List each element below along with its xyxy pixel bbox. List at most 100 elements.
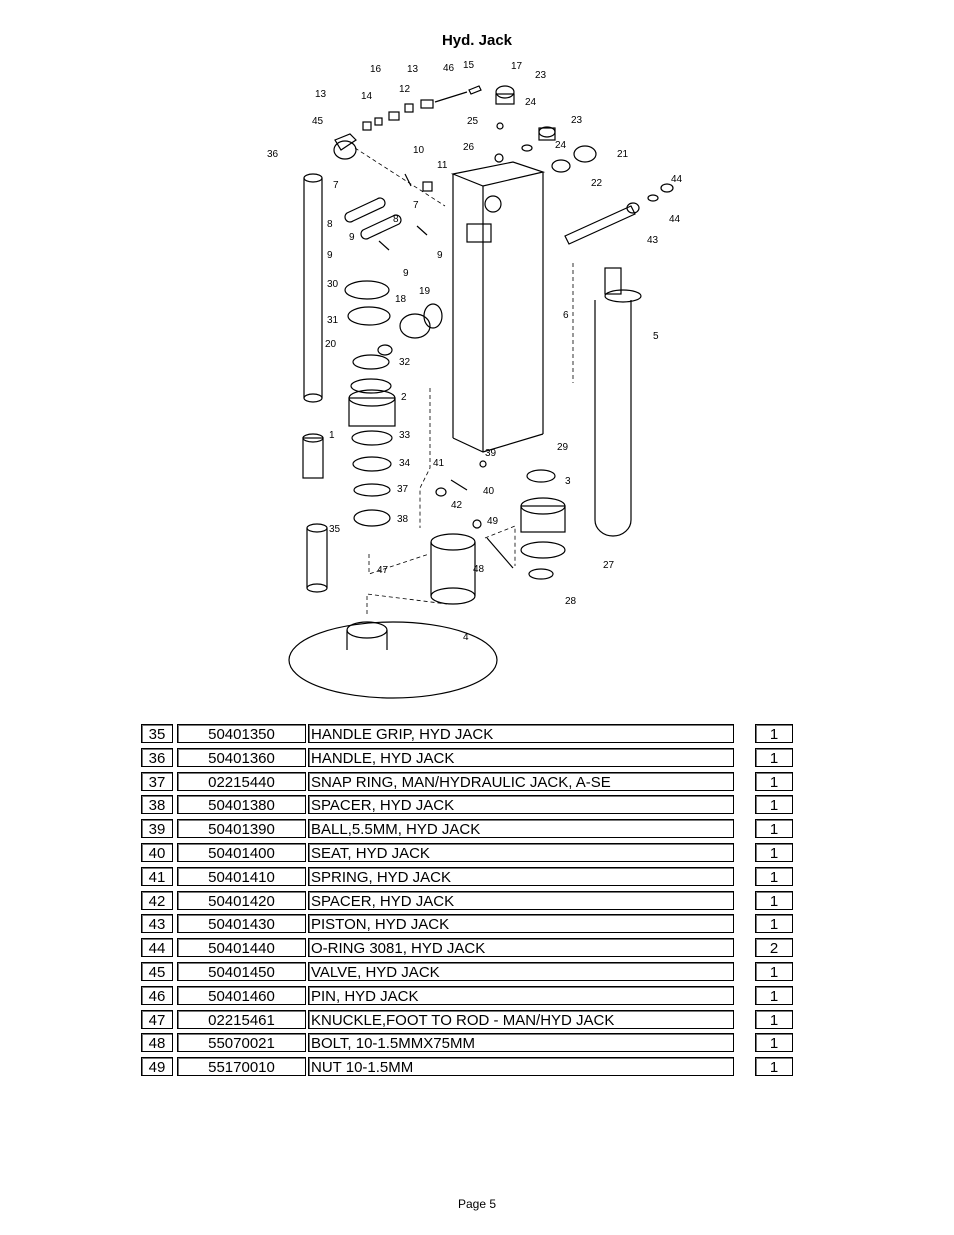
quantity-cell: 1 <box>755 747 793 767</box>
quantity-cell: 1 <box>755 771 793 791</box>
callout-label: 27 <box>603 560 615 571</box>
description-cell: VALVE, HYD JACK <box>308 961 734 981</box>
callout-label: 8 <box>393 214 399 225</box>
callout-label: 12 <box>399 84 411 95</box>
callout-label: 41 <box>433 458 445 469</box>
description-cell: SNAP RING, MAN/HYDRAULIC JACK, A-SE <box>308 771 734 791</box>
callout-label: 47 <box>377 565 389 576</box>
callout-label: 40 <box>483 486 495 497</box>
callout-label: 38 <box>397 514 409 525</box>
callout-label: 9 <box>403 268 409 279</box>
callout-label: 44 <box>671 174 683 185</box>
part-number-cell: 50401420 <box>177 890 306 910</box>
callout-label: 16 <box>370 64 382 75</box>
callout-label: 23 <box>535 70 547 81</box>
callout-label: 25 <box>467 116 479 127</box>
description-cell: SPRING, HYD JACK <box>308 866 734 886</box>
item-number-cell: 35 <box>141 724 173 743</box>
callout-label: 8 <box>327 219 333 230</box>
item-number-cell: 39 <box>141 819 173 839</box>
callout-label: 20 <box>325 339 337 350</box>
quantity-cell: 1 <box>755 1009 793 1029</box>
quantity-cell: 1 <box>755 819 793 839</box>
part-number-cell: 02215440 <box>177 771 306 791</box>
description-cell: O-RING 3081, HYD JACK <box>308 938 734 958</box>
part-number-cell: 50401350 <box>177 724 306 743</box>
item-number-cell: 45 <box>141 961 173 981</box>
callout-label: 10 <box>413 145 425 156</box>
part-number-cell: 50401430 <box>177 914 306 934</box>
item-number-cell: 40 <box>141 842 173 862</box>
quantity-cell: 1 <box>755 842 793 862</box>
quantity-cell: 1 <box>755 985 793 1005</box>
callout-label: 9 <box>437 250 443 261</box>
description-cell: NUT 10-1.5MM <box>308 1057 734 1077</box>
item-number-cell: 49 <box>141 1057 173 1077</box>
callout-label: 33 <box>399 430 411 441</box>
part-number-cell: 55070021 <box>177 1033 306 1053</box>
callout-label: 6 <box>563 310 569 321</box>
quantity-cell: 1 <box>755 914 793 934</box>
part-number-cell: 50401440 <box>177 938 306 958</box>
item-number-cell: 47 <box>141 1009 173 1029</box>
quantity-cell: 1 <box>755 890 793 910</box>
callout-label: 44 <box>669 214 681 225</box>
callout-label: 7 <box>413 200 419 211</box>
exploded-parts-diagram: 16 13 46 15 17 23 13 14 12 24 45 25 23 3… <box>255 58 695 708</box>
quantity-cell: 1 <box>755 1057 793 1077</box>
item-number-cell: 46 <box>141 985 173 1005</box>
part-number-cell: 50401390 <box>177 819 306 839</box>
exploded-view-drawing: 16 13 46 15 17 23 13 14 12 24 45 25 23 3… <box>267 60 683 699</box>
description-cell: BOLT, 10-1.5MMX75MM <box>308 1033 734 1053</box>
part-number-cell: 50401450 <box>177 961 306 981</box>
quantity-cell: 1 <box>755 866 793 886</box>
callout-label: 43 <box>647 235 659 246</box>
item-number-cell: 41 <box>141 866 173 886</box>
callout-label: 18 <box>395 294 407 305</box>
callout-label: 2 <box>401 392 407 403</box>
quantity-cell: 2 <box>755 938 793 958</box>
item-number-cell: 37 <box>141 771 173 791</box>
callout-label: 31 <box>327 315 339 326</box>
callout-label: 29 <box>557 442 569 453</box>
callout-label: 30 <box>327 279 339 290</box>
callout-label: 13 <box>315 89 327 100</box>
callout-label: 4 <box>463 632 469 643</box>
callout-label: 11 <box>437 160 448 171</box>
diagram-callouts: 16 13 46 15 17 23 13 14 12 24 45 25 23 3… <box>267 60 683 643</box>
callout-label: 48 <box>473 564 485 575</box>
callout-label: 42 <box>451 500 463 511</box>
item-number-cell: 42 <box>141 890 173 910</box>
callout-label: 19 <box>419 286 431 297</box>
callout-label: 35 <box>329 524 341 535</box>
item-number-cell: 43 <box>141 914 173 934</box>
page-title: Hyd. Jack <box>441 32 513 49</box>
callout-label: 13 <box>407 64 419 75</box>
description-cell: HANDLE, HYD JACK <box>308 747 734 767</box>
callout-label: 37 <box>397 484 409 495</box>
callout-label: 17 <box>511 61 523 72</box>
callout-label: 14 <box>361 91 373 102</box>
callout-label: 1 <box>329 430 335 441</box>
description-cell: PIN, HYD JACK <box>308 985 734 1005</box>
item-number-cell: 38 <box>141 795 173 815</box>
part-number-cell: 55170010 <box>177 1057 306 1077</box>
description-cell: KNUCKLE,FOOT TO ROD - MAN/HYD JACK <box>308 1009 734 1029</box>
item-number-cell: 36 <box>141 747 173 767</box>
description-cell: HANDLE GRIP, HYD JACK <box>308 724 734 743</box>
part-number-cell: 50401380 <box>177 795 306 815</box>
callout-label: 34 <box>399 458 411 469</box>
page-number: Page 5 <box>457 1197 497 1211</box>
